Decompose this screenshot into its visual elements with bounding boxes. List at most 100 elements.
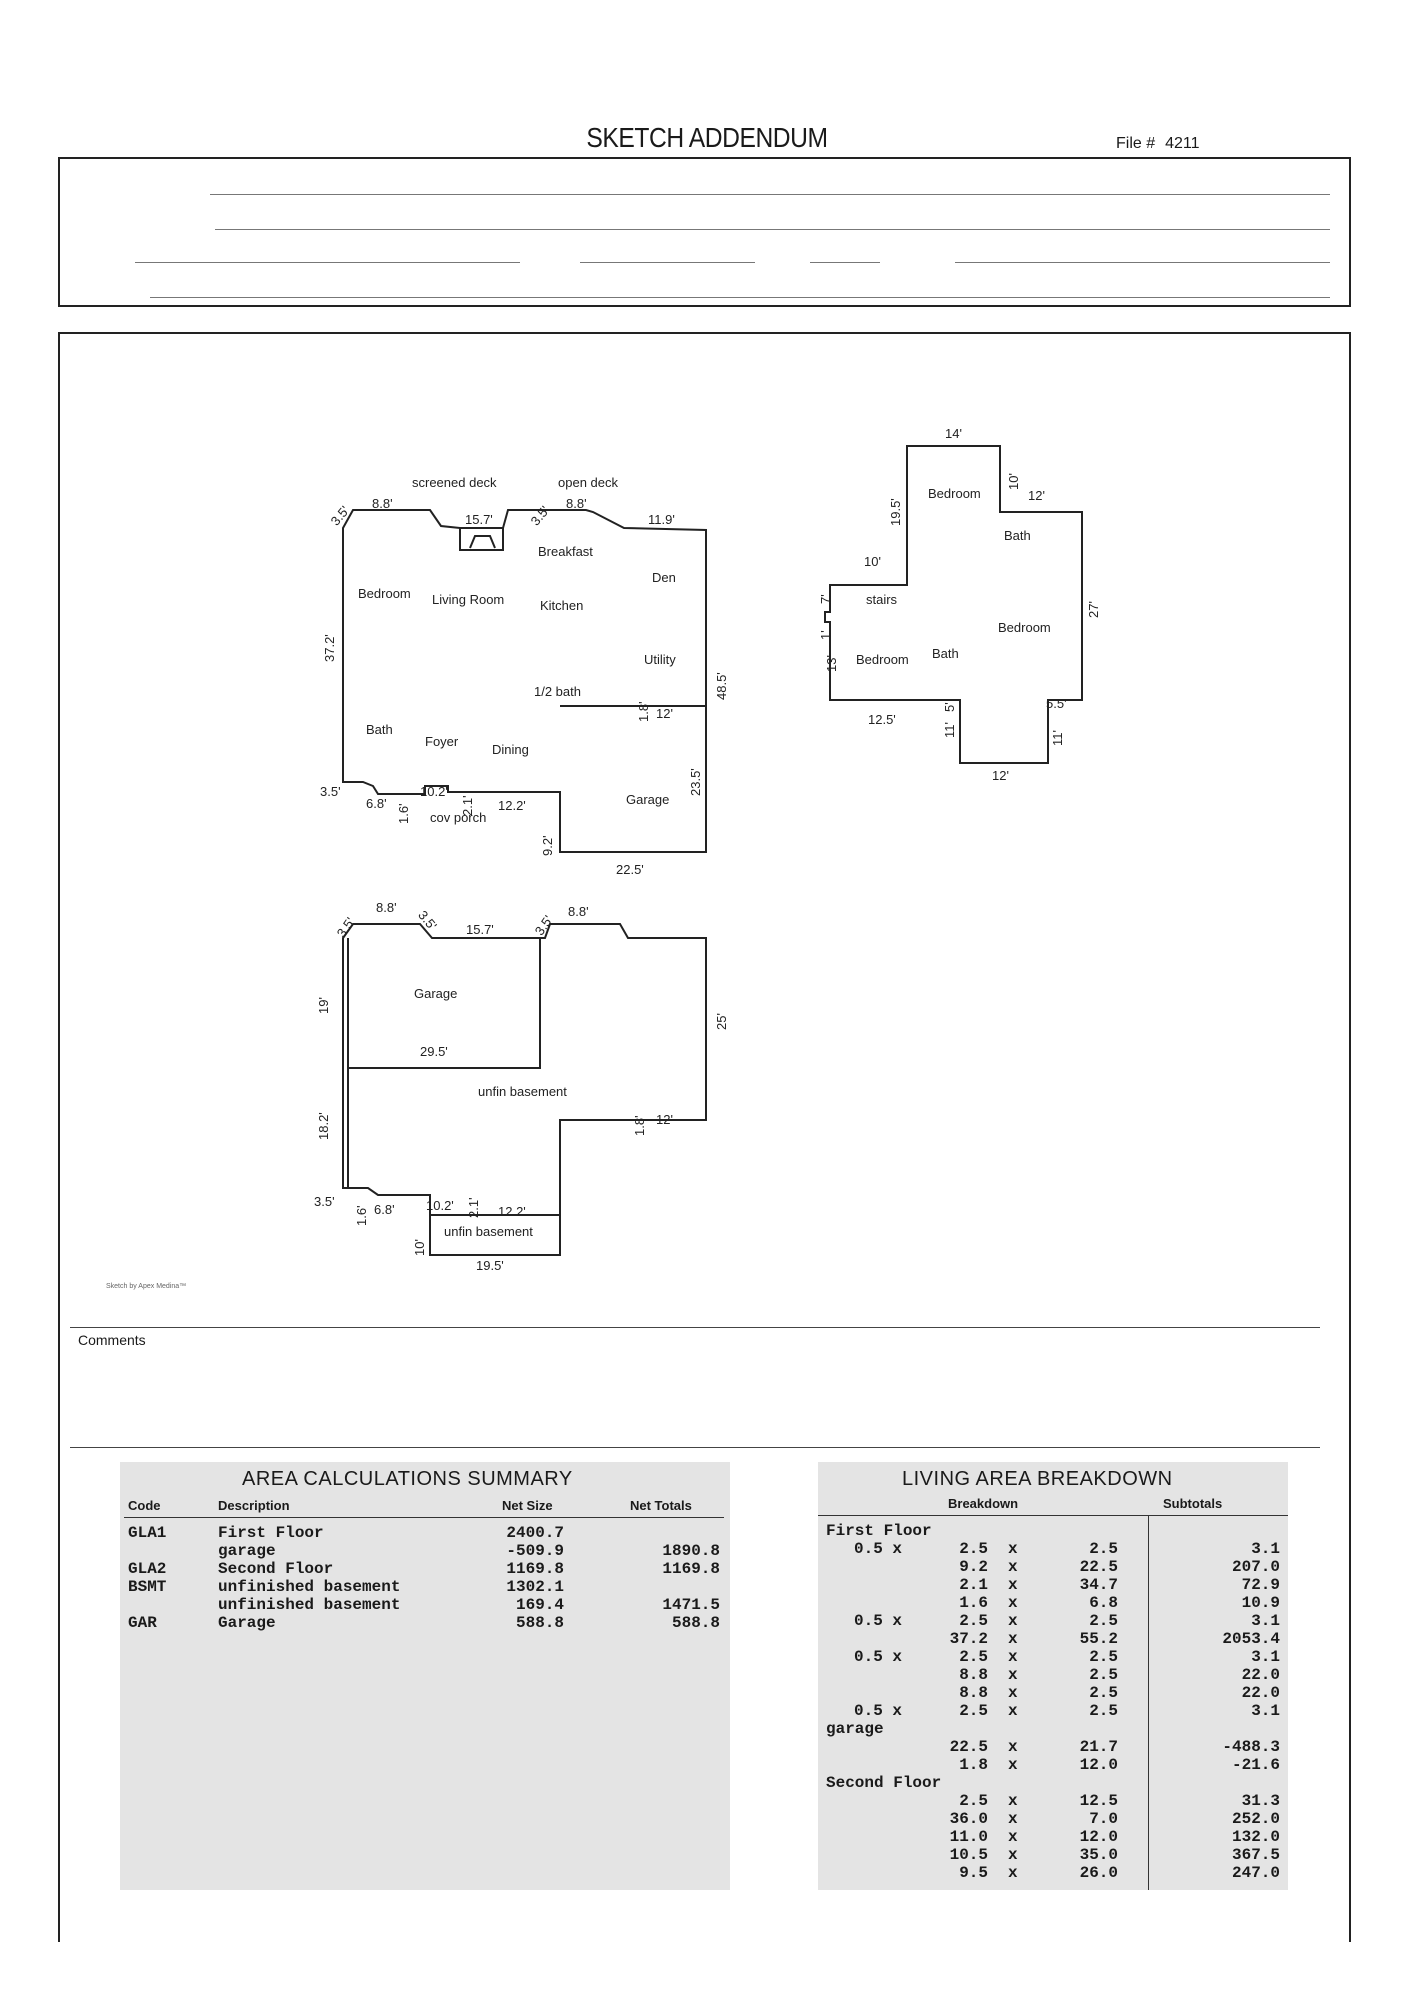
area-row-code: GLA1 — [128, 1524, 167, 1542]
first-floor-label: 1/2 bath — [534, 684, 581, 699]
second-floor-label: 11' — [1050, 730, 1065, 746]
first-floor-label: 12.2' — [498, 798, 526, 813]
first-floor-label: Breakfast — [538, 544, 593, 559]
basement-label: 3.5' — [415, 908, 440, 933]
area-row-net-size: 588.8 — [515, 1614, 564, 1632]
living-area-dim-a: 37.2 — [949, 1630, 988, 1648]
living-area-dim-b: 2.5 — [1089, 1666, 1118, 1684]
form-line — [810, 262, 880, 263]
area-summary-header-code: Code — [128, 1498, 161, 1513]
first-floor-label: 6.8' — [366, 796, 387, 811]
second-floor-label: 7' — [818, 594, 833, 604]
basement-label: 8.8' — [376, 900, 397, 915]
first-floor-label: 22.5' — [616, 862, 644, 877]
area-summary-header-description: Description — [218, 1498, 290, 1513]
basement-label: 29.5' — [420, 1044, 448, 1059]
second-floor-label: 12.5' — [868, 712, 896, 727]
area-row-net-size: 1302.1 — [506, 1578, 564, 1596]
first-floor-label: 11.9' — [648, 512, 675, 527]
second-floor-label: 10' — [1006, 473, 1021, 490]
first-floor-label: Dining — [492, 742, 529, 757]
basement-label: 15.7' — [466, 922, 494, 937]
living-area-dim-b: 34.7 — [1079, 1576, 1118, 1594]
living-area-x: x — [1008, 1666, 1018, 1684]
second-floor-outline — [824, 445, 1083, 764]
form-line — [135, 262, 520, 263]
living-area-column-divider — [1148, 1515, 1149, 1890]
second-floor-label: 12' — [992, 768, 1009, 783]
living-area-subtotal: 3.1 — [1251, 1612, 1280, 1630]
area-row-net-total: 1890.8 — [662, 1542, 720, 1560]
area-row-net-size: 169.4 — [515, 1596, 564, 1614]
living-area-subtotal: 2053.4 — [1222, 1630, 1280, 1648]
living-area-x: x — [1008, 1828, 1018, 1846]
living-area-dim-b: 26.0 — [1079, 1864, 1118, 1882]
living-area-subtotal: 132.0 — [1231, 1828, 1280, 1846]
living-area-subtotal: -488.3 — [1222, 1738, 1280, 1756]
living-area-subtotal: 367.5 — [1231, 1846, 1280, 1864]
second-floor-label: 10' — [864, 554, 881, 569]
living-area-section: garage — [826, 1720, 884, 1738]
living-area-header-rule — [818, 1515, 1288, 1516]
living-area-section: Second Floor — [826, 1774, 942, 1792]
living-area-x: x — [1008, 1558, 1018, 1576]
area-summary-title: AREA CALCULATIONS SUMMARY — [242, 1468, 573, 1490]
living-area-dim-b: 7.0 — [1089, 1810, 1118, 1828]
basement-label: unfin basement — [444, 1224, 533, 1239]
basement-label: 10' — [412, 1239, 427, 1256]
second-floor-label: 11' — [942, 722, 957, 738]
living-area-dim-b: 12.0 — [1079, 1828, 1118, 1846]
second-floor-label: 14' — [945, 426, 962, 441]
first-floor-label: Den — [652, 570, 676, 585]
living-area-subtotal: -21.6 — [1231, 1756, 1280, 1774]
first-floor-label: 3.5' — [320, 784, 341, 799]
file-value: 4211 — [1165, 135, 1200, 152]
living-area-subtotal: 22.0 — [1241, 1684, 1280, 1702]
basement-label: 12' — [656, 1112, 673, 1127]
living-area-header-breakdown: Breakdown — [948, 1496, 1019, 1511]
living-area-x: x — [1008, 1864, 1018, 1882]
file-number: File #4211 — [1106, 135, 1200, 153]
living-area-title: LIVING AREA BREAKDOWN — [902, 1468, 1173, 1490]
second-floor-label: Bedroom — [856, 652, 909, 667]
living-area-dim-a: 2.5 — [959, 1540, 988, 1558]
living-area-subtotal: 72.9 — [1241, 1576, 1280, 1594]
living-area-dim-a: 9.2 — [959, 1558, 988, 1576]
second-floor-label: stairs — [866, 592, 898, 607]
living-area-x: x — [1008, 1612, 1018, 1630]
living-area-dim-a: 2.5 — [959, 1648, 988, 1666]
area-row-net-size: 1169.8 — [506, 1560, 564, 1578]
living-area-x: x — [1008, 1540, 1018, 1558]
basement-label: Garage — [414, 986, 457, 1001]
area-row-net-size: -509.9 — [506, 1542, 564, 1560]
first-floor-label: Kitchen — [540, 598, 583, 613]
page-title: SKETCH ADDENDUM — [586, 122, 828, 153]
first-floor-label: open deck — [558, 475, 618, 490]
area-row-description: First Floor — [218, 1524, 324, 1542]
living-area-factor: 0.5 x — [854, 1612, 903, 1630]
living-area-dim-a: 2.5 — [959, 1792, 988, 1810]
first-floor-label: screened deck — [412, 475, 497, 490]
first-floor-label: 48.5' — [714, 672, 729, 700]
living-area-dim-b: 2.5 — [1089, 1648, 1118, 1666]
living-area-subtotal: 3.1 — [1251, 1648, 1280, 1666]
living-area-dim-a: 2.5 — [959, 1612, 988, 1630]
second-floor-label: 27' — [1086, 601, 1101, 618]
living-area-x: x — [1008, 1846, 1018, 1864]
living-area-dim-a: 1.6 — [959, 1594, 988, 1612]
first-floor-label: 3.5' — [528, 503, 553, 528]
living-area-x: x — [1008, 1576, 1018, 1594]
area-summary-panel: AREA CALCULATIONS SUMMARY Code Descripti… — [120, 1462, 730, 1890]
living-area-dim-b: 12.5 — [1079, 1792, 1118, 1810]
living-area-dim-b: 2.5 — [1089, 1702, 1118, 1720]
basement-label: 10.2' — [426, 1198, 454, 1213]
first-floor-label: 37.2' — [322, 634, 337, 662]
area-summary-header-net-size: Net Size — [502, 1498, 553, 1513]
living-area-header-subtotals: Subtotals — [1163, 1496, 1223, 1511]
basement-label: 2.1' — [466, 1197, 481, 1218]
basement-label: 3.5' — [314, 1194, 335, 1209]
first-floor-label: cov porch — [430, 810, 486, 825]
first-floor-label: 10.2' — [420, 784, 448, 799]
comments-top-rule — [70, 1327, 1320, 1328]
living-area-factor: 0.5 x — [854, 1648, 903, 1666]
